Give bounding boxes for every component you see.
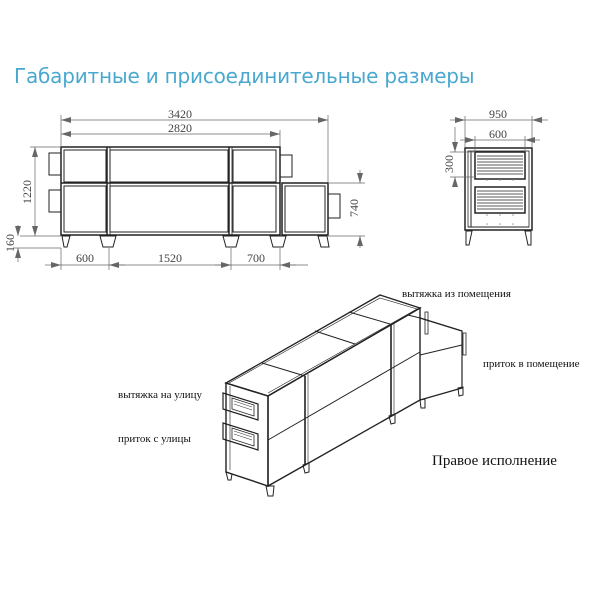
dim-leg-height: 160 [3, 234, 17, 252]
dim-total-length: 3420 [168, 107, 192, 121]
isometric-view [222, 294, 467, 497]
label-supply-from-street: приток с улицы [118, 433, 191, 445]
dim-height: 1220 [20, 180, 34, 204]
dim-width: 950 [489, 107, 507, 121]
dim-section-2: 1520 [158, 251, 182, 265]
dim-small-block-height: 740 [347, 199, 361, 217]
label-exhaust-to-street: вытяжка на улицу [118, 389, 203, 401]
end-view [464, 147, 533, 246]
dim-grille-width: 600 [489, 127, 507, 141]
side-view-dimensions [14, 115, 365, 270]
dim-main-length: 2820 [168, 121, 192, 135]
dim-section-1: 600 [76, 251, 94, 265]
end-view-rivets [486, 179, 514, 225]
side-view [48, 146, 341, 248]
dim-grille-height: 300 [442, 155, 456, 173]
page-title: Габаритные и присоединительные размеры [14, 64, 475, 88]
label-supply-to-room: приток в помещение [483, 358, 580, 370]
dim-section-3: 700 [247, 251, 265, 265]
label-exhaust-from-room: вытяжка из помещения [402, 288, 511, 300]
end-view-dimensions [450, 116, 548, 187]
caption-right-version: Правое исполнение [432, 453, 557, 469]
